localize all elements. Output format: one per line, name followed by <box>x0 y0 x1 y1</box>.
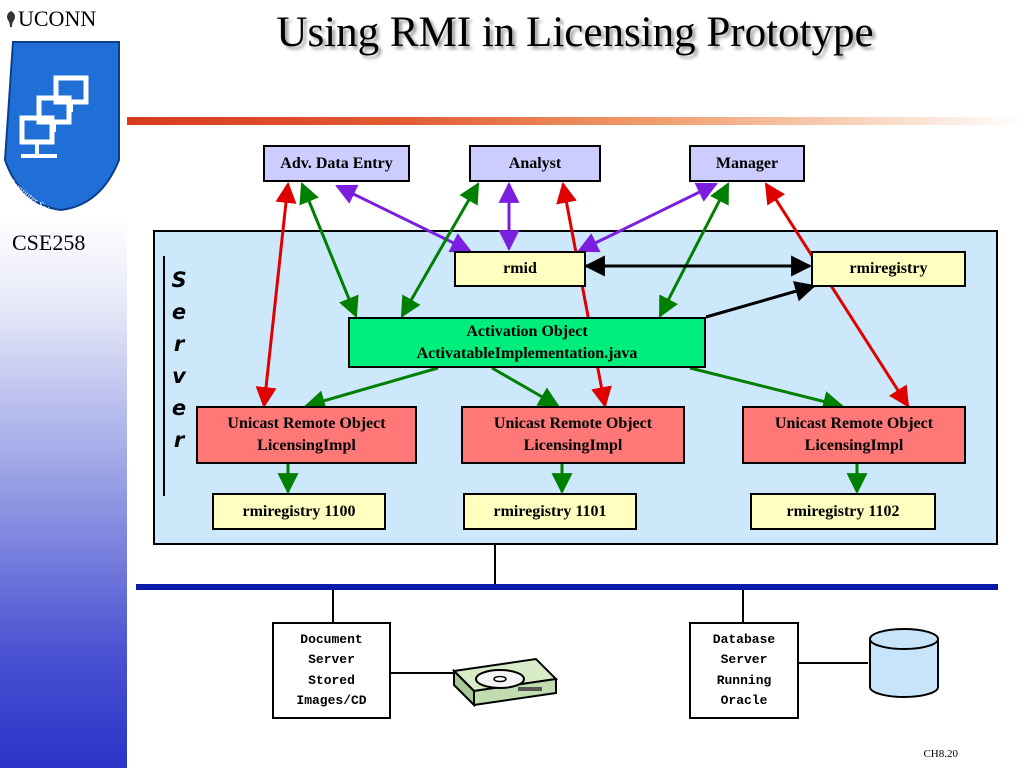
server-letter: r <box>173 332 185 356</box>
arrow-adv-activation <box>299 182 359 318</box>
arrow-analyst-unicast <box>556 181 612 409</box>
university-name: UCONN <box>18 6 97 31</box>
database-cylinder-icon <box>869 628 939 698</box>
database-server-box: Database Server Running Oracle <box>689 622 799 719</box>
unicast-title: Unicast Remote Object <box>774 415 934 433</box>
page-number: CH8.20 <box>923 748 958 760</box>
arrow-adv-unicast <box>255 181 297 409</box>
arrow-manager-unicast <box>764 182 910 408</box>
activation-title: Activation Object <box>466 322 588 340</box>
arrow-manager-activation <box>658 182 730 318</box>
arrow-manager-rmid <box>577 182 718 253</box>
unicast-title: Unicast Remote Object <box>227 415 386 433</box>
server-letter: e <box>171 396 187 420</box>
unicast-object-3: Unicast Remote Object LicensingImpl <box>742 406 966 464</box>
registry-1100: rmiregistry 1100 <box>212 493 386 530</box>
server-label: S e r v e r <box>168 264 190 456</box>
doc-server-line: Stored <box>308 672 355 688</box>
client-analyst: Analyst <box>469 145 601 182</box>
sidebar: UCONN Computer Science and Engineering C… <box>0 0 127 768</box>
unicast-title: Unicast Remote Object <box>493 415 653 433</box>
network-bus <box>136 584 998 590</box>
db-server-line: Oracle <box>720 692 768 708</box>
uconn-oak-icon <box>7 11 15 27</box>
db-server-line: Running <box>716 672 772 688</box>
db-server-line: Server <box>720 652 768 668</box>
slide-title: Using RMI in Licensing Prototype <box>276 9 874 56</box>
registry-1101: rmiregistry 1101 <box>463 493 637 530</box>
client-manager: Manager <box>689 145 805 182</box>
server-letter: r <box>173 428 185 452</box>
unicast-object-1: Unicast Remote Object LicensingImpl <box>196 406 417 464</box>
server-letter: v <box>172 364 186 388</box>
course-code: CSE258 <box>12 230 86 255</box>
doc-server-line: Document <box>300 632 363 648</box>
arrow-activation-unicast-2 <box>491 366 560 408</box>
unicast-impl: LicensingImpl <box>257 437 356 454</box>
server-letter: S <box>171 268 187 292</box>
arrow-activation-unicast-3 <box>689 366 845 412</box>
registry-1102: rmiregistry 1102 <box>750 493 936 530</box>
server-letter: e <box>171 300 187 324</box>
db-server-line: Database <box>712 632 776 648</box>
title-divider <box>127 117 1024 125</box>
document-server-box: Document Server Stored Images/CD <box>272 622 391 719</box>
doc-server-line: Server <box>308 652 355 668</box>
cd-drive-icon <box>452 657 558 707</box>
unicast-impl: LicensingImpl <box>804 437 904 454</box>
activation-object-box: Activation Object ActivatableImplementat… <box>348 317 706 368</box>
rmiregistry-box: rmiregistry <box>811 251 966 287</box>
arrow-analyst-activation <box>400 182 480 318</box>
arrow-adv-rmid <box>335 184 472 253</box>
rmid-box: rmid <box>454 251 586 287</box>
arrow-activation-unicast-1 <box>303 366 439 411</box>
client-adv-data-entry: Adv. Data Entry <box>263 145 410 182</box>
server-bracket-line <box>163 256 165 496</box>
activation-file: ActivatableImplementation.java <box>416 344 638 362</box>
networked-computers-logo: Computer Science and Engineering <box>3 41 120 212</box>
doc-server-line: Images/CD <box>296 692 367 708</box>
unicast-object-2: Unicast Remote Object LicensingImpl <box>461 406 685 464</box>
unicast-impl: LicensingImpl <box>523 437 623 454</box>
arrow-activation-rmiregistry <box>705 281 817 319</box>
